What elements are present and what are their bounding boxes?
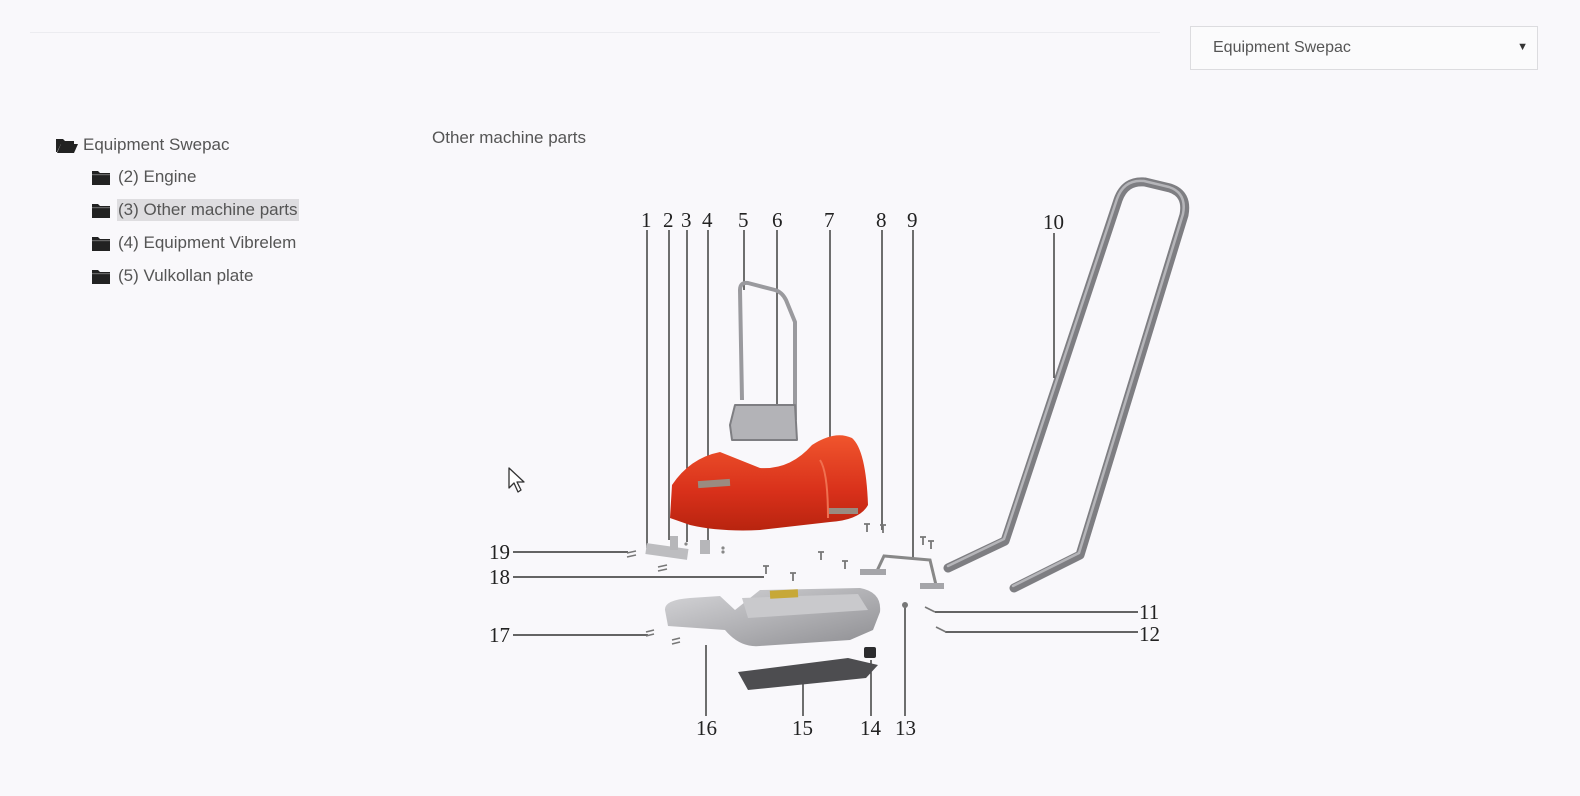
callout-1: 1	[641, 208, 652, 232]
tree-item-label: (5) Vulkollan plate	[118, 266, 254, 285]
callout-7: 7	[824, 208, 835, 232]
callout-6: 6	[772, 208, 783, 232]
header-divider	[30, 32, 1160, 33]
callout-3: 3	[681, 208, 692, 232]
tree-item-label: (2) Engine	[118, 167, 197, 186]
callout-12: 12	[1139, 622, 1160, 646]
tree-root-label: Equipment Swepac	[83, 135, 230, 154]
triangle-down-icon: ▼	[1517, 41, 1528, 53]
tree-root-equipment-swepac[interactable]: Equipment Swepac	[55, 132, 299, 158]
mouse-cursor-icon	[508, 467, 525, 493]
tree-item-engine[interactable]: (2) Engine	[91, 164, 299, 190]
tree-item-label: (3) Other machine parts	[117, 199, 299, 221]
category-select[interactable]: Equipment Swepac ▼	[1190, 26, 1538, 70]
callout-17: 17	[489, 623, 510, 647]
callout-16: 16	[696, 716, 717, 740]
tree-children: (2) Engine (3) Other machine parts (4) E…	[91, 164, 299, 289]
tree-item-label: (4) Equipment Vibrelem	[118, 233, 297, 252]
tree-item-vulkollan-plate[interactable]: (5) Vulkollan plate	[91, 263, 299, 289]
tree-item-equipment-vibrelem[interactable]: (4) Equipment Vibrelem	[91, 230, 299, 256]
callout-13: 13	[895, 716, 916, 740]
section-title: Other machine parts	[432, 128, 587, 147]
callout-18: 18	[489, 565, 510, 589]
folder-icon	[91, 202, 111, 219]
callout-14: 14	[860, 716, 881, 740]
callout-9: 9	[907, 208, 918, 232]
callout-4: 4	[702, 208, 713, 232]
callout-15: 15	[792, 716, 813, 740]
callout-10: 10	[1043, 210, 1064, 234]
callout-5: 5	[738, 208, 749, 232]
callout-2: 2	[663, 208, 674, 232]
callout-19: 19	[489, 540, 510, 564]
callout-11: 11	[1139, 600, 1160, 624]
callout-8: 8	[876, 208, 887, 232]
folder-open-icon	[55, 136, 79, 154]
category-select-value: Equipment Swepac	[1213, 39, 1351, 56]
folder-icon	[91, 268, 111, 285]
tree-item-other-machine-parts[interactable]: (3) Other machine parts	[91, 197, 299, 223]
folder-icon	[91, 169, 111, 186]
category-tree: Equipment Swepac (2) Engine (3) Other ma…	[55, 132, 299, 296]
folder-icon	[91, 235, 111, 252]
